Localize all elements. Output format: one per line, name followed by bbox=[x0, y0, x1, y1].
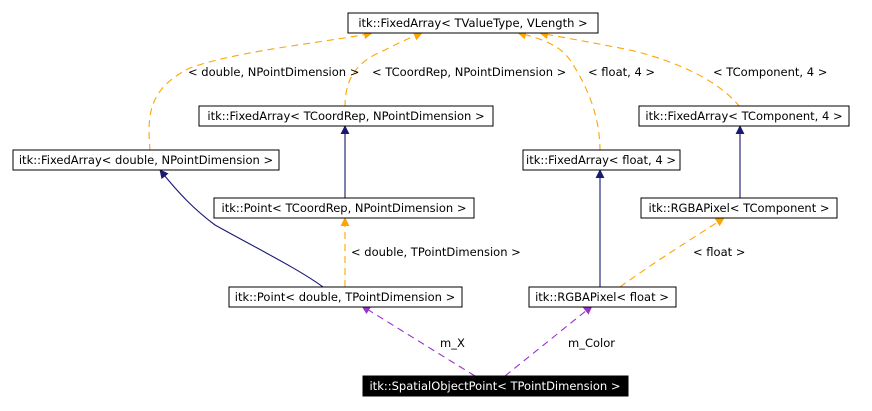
edge-point-double-to-fixedarray-double bbox=[159, 169, 324, 288]
edge-spatialobjectpoint-uses-rgbapixel bbox=[504, 305, 593, 377]
node-label: itk::Point< double, TPointDimension > bbox=[235, 290, 455, 304]
edge-spatialobjectpoint-uses-point bbox=[361, 305, 476, 377]
edge-label-m-x: m_X bbox=[440, 336, 465, 350]
node-label: itk::RGBAPixel< TComponent > bbox=[648, 201, 829, 215]
edge-label-double-npoint: < double, NPointDimension > bbox=[188, 65, 359, 79]
node-spatialobjectpoint[interactable]: itk::SpatialObjectPoint< TPointDimension… bbox=[362, 375, 629, 397]
node-label: itk::Point< TCoordRep, NPointDimension > bbox=[222, 201, 467, 215]
edge-fixedarray-component-to-generic bbox=[539, 30, 741, 108]
edge-label-component-4: < TComponent, 4 > bbox=[713, 65, 827, 79]
node-fixedarray-coordrep[interactable]: itk::FixedArray< TCoordRep, NPointDimens… bbox=[198, 105, 494, 127]
edge-rgbapixel-float-to-rgbapixel-component bbox=[619, 217, 725, 288]
edge-label-m-color: m_Color bbox=[568, 336, 615, 350]
node-fixedarray-double[interactable]: itk::FixedArray< double, NPointDimension… bbox=[12, 149, 280, 171]
node-rgbapixel-component[interactable]: itk::RGBAPixel< TComponent > bbox=[640, 197, 838, 219]
node-rgbapixel-float[interactable]: itk::RGBAPixel< float > bbox=[528, 286, 677, 308]
node-fixedarray-float[interactable]: itk::FixedArray< float, 4 > bbox=[522, 149, 681, 171]
edge-label-float-4: < float, 4 > bbox=[588, 65, 655, 79]
edge-fixedarray-coordrep-to-generic bbox=[344, 31, 423, 108]
node-label: itk::FixedArray< double, NPointDimension… bbox=[19, 153, 273, 167]
node-label: itk::FixedArray< TCoordRep, NPointDimens… bbox=[207, 109, 484, 123]
node-fixedarray-component[interactable]: itk::FixedArray< TComponent, 4 > bbox=[638, 105, 850, 127]
edge-fixedarray-float-to-generic bbox=[517, 30, 601, 152]
node-point-coordrep[interactable]: itk::Point< TCoordRep, NPointDimension > bbox=[213, 197, 475, 219]
node-label: itk::SpatialObjectPoint< TPointDimension… bbox=[369, 379, 620, 393]
edge-fixedarray-double-to-generic bbox=[148, 30, 373, 152]
node-label: itk::FixedArray< TValueType, VLength > bbox=[358, 16, 587, 30]
edge-label-double-tpoint: < double, TPointDimension > bbox=[351, 245, 521, 259]
node-point-double[interactable]: itk::Point< double, TPointDimension > bbox=[228, 286, 463, 308]
edge-label-coordrep-npoint: < TCoordRep, NPointDimension > bbox=[372, 65, 566, 79]
node-label: itk::RGBAPixel< float > bbox=[535, 290, 669, 304]
node-label: itk::FixedArray< TComponent, 4 > bbox=[645, 109, 842, 123]
edge-label-float: < float > bbox=[693, 245, 745, 259]
node-label: itk::FixedArray< float, 4 > bbox=[526, 153, 676, 167]
node-fixedarray-generic[interactable]: itk::FixedArray< TValueType, VLength > bbox=[347, 12, 599, 34]
